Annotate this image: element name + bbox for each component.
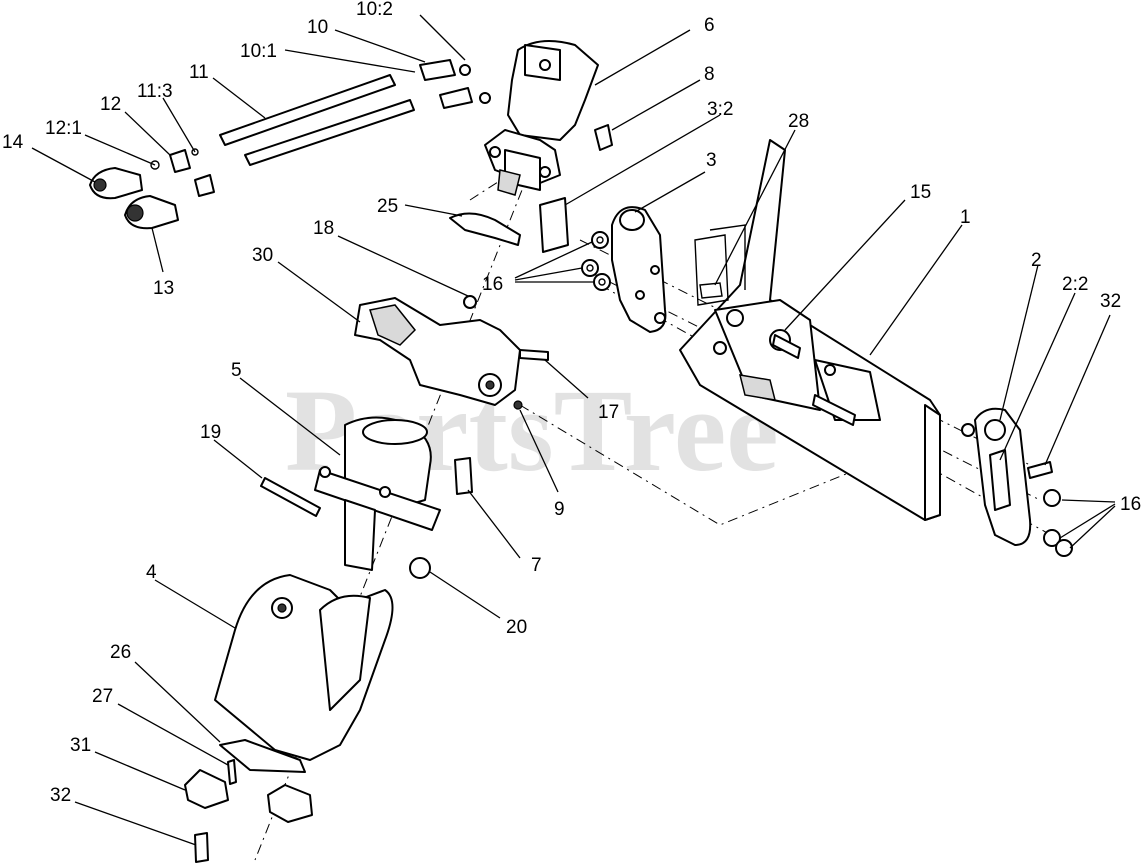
callout-5: 5	[231, 360, 242, 381]
part-25-gasket	[449, 212, 521, 246]
part-16-nuts-left	[581, 231, 611, 291]
part-26-plate	[219, 739, 306, 773]
callout-9: 9	[554, 499, 565, 520]
part-16-nuts-right	[1027, 461, 1073, 557]
callout-14: 14	[2, 132, 24, 153]
part-4-lower-housing	[214, 574, 394, 761]
part-10-fittings	[419, 59, 491, 109]
part-15-bolt	[772, 334, 856, 426]
callout-3: 3	[706, 150, 717, 171]
part-19-bolt	[260, 477, 321, 517]
callout-16-left: 16	[482, 274, 503, 295]
part-11-hoses	[219, 74, 415, 166]
callout-2: 2	[1031, 250, 1042, 271]
callout-11-3: 11:3	[137, 81, 173, 102]
part-30-upper-housing	[354, 295, 521, 406]
callout-12: 12	[100, 94, 121, 115]
part-32-bolt-lower	[194, 832, 209, 863]
callout-8: 8	[704, 64, 715, 85]
part-8-pin	[594, 124, 613, 151]
callout-3-2: 3:2	[707, 99, 733, 120]
callout-12-1: 12:1	[45, 118, 82, 139]
part-17-bolt	[519, 349, 549, 361]
callout-32-bottom: 32	[50, 785, 71, 806]
part-12-fittings	[150, 148, 215, 197]
callout-32-right: 32	[1100, 291, 1121, 312]
callout-leader-lines	[31, 14, 1116, 846]
part-13-coupler	[124, 195, 179, 230]
callout-10-1: 10:1	[240, 41, 277, 62]
callout-30: 30	[252, 245, 273, 266]
part-1-mounting-bracket	[679, 139, 941, 521]
part-3-2-decal	[539, 197, 569, 253]
part-7-bolt	[454, 457, 473, 495]
callout-2-2: 2:2	[1062, 274, 1088, 295]
callout-1: 1	[960, 207, 971, 228]
callout-7: 7	[531, 555, 542, 576]
callout-17: 17	[598, 402, 619, 423]
callout-28: 28	[788, 111, 809, 132]
callout-20: 20	[506, 617, 527, 638]
callout-10-2: 10:2	[356, 0, 393, 20]
callout-31: 31	[70, 735, 91, 756]
callout-13: 13	[153, 278, 174, 299]
part-5-spindle-housing	[314, 416, 441, 571]
part-2-right-arm	[961, 407, 1032, 546]
callout-11: 11	[189, 62, 209, 83]
callout-19: 19	[200, 422, 221, 443]
callout-27: 27	[92, 686, 113, 707]
callout-6: 6	[704, 15, 715, 36]
part-27-pin	[227, 759, 237, 785]
callout-labels: 10:2 10 6 10:1 11 8 11:3 12 3:2 28 12:1 …	[2, 0, 1141, 806]
callout-16-right: 16	[1120, 494, 1141, 515]
part-20-nut	[409, 557, 431, 579]
callout-18: 18	[313, 218, 334, 239]
part-3-arm-bracket	[611, 206, 667, 333]
callout-25: 25	[377, 196, 398, 217]
part-2-2-decal	[989, 449, 1011, 511]
part-6-hydraulic-motor	[484, 40, 599, 196]
callout-4: 4	[146, 562, 157, 583]
callout-15: 15	[910, 182, 931, 203]
part-31-clamps	[184, 769, 313, 823]
part-9-grease-fitting	[513, 400, 523, 410]
part-14-coupler	[89, 167, 143, 200]
callout-10: 10	[307, 17, 328, 38]
callout-26: 26	[110, 642, 131, 663]
